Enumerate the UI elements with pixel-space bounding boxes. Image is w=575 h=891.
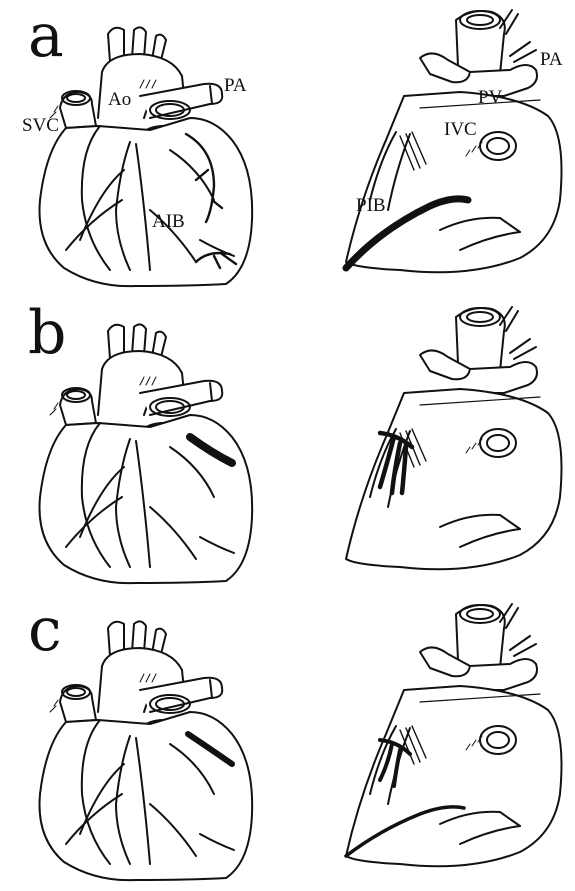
anterior-heart-a (40, 27, 253, 286)
heart-diagram-c (0, 594, 575, 891)
heart-diagram-a (0, 0, 575, 297)
panel-b: b (0, 297, 575, 594)
label-pv: PV (478, 88, 502, 108)
label-pib: PIB (356, 196, 386, 216)
anterior-heart-c (40, 621, 253, 880)
label-pa-anterior: PA (224, 76, 247, 96)
posterior-heart-a (346, 10, 562, 272)
posterior-heart-c (346, 604, 562, 866)
label-aib: AIB (152, 212, 185, 232)
heart-diagram-b (0, 297, 575, 594)
label-ao: Ao (108, 90, 131, 110)
posterior-heart-b (346, 307, 562, 569)
label-svc: SVC (22, 116, 59, 136)
panel-letter: a (28, 6, 64, 66)
panel-c: c (0, 594, 575, 891)
label-ivc: IVC (444, 120, 477, 140)
label-pa-posterior: PA (540, 50, 563, 70)
panel-letter: c (28, 600, 62, 660)
panel-letter: b (28, 303, 66, 363)
panel-a: a SVC Ao PA AIB PA PV IVC PIB (0, 0, 575, 297)
